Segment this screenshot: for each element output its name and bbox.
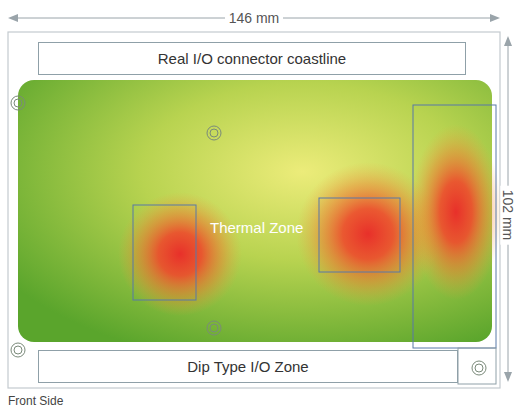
dip-io-zone-box: Dip Type I/O Zone [38, 350, 458, 383]
mounting-holes [11, 96, 486, 375]
zone-title: Dip Type I/O Zone [187, 358, 308, 376]
heat-spot [410, 124, 502, 300]
zone-label: Thermal Zone [210, 219, 303, 237]
module-outline [413, 105, 496, 348]
connector-zone-box: Real I/O connector coastline [38, 42, 466, 75]
corner-outline [458, 348, 496, 384]
dimension-label: 102 mm [500, 186, 516, 245]
chip-outline [133, 205, 196, 300]
dimension-label: 146 mm [225, 10, 284, 26]
chip-outline [319, 198, 400, 272]
side-caption: Front Side [8, 393, 63, 409]
heat-spot [118, 192, 242, 316]
thermal-zone: Thermal Zone [18, 80, 492, 342]
zone-title: Real I/O connector coastline [158, 50, 346, 68]
